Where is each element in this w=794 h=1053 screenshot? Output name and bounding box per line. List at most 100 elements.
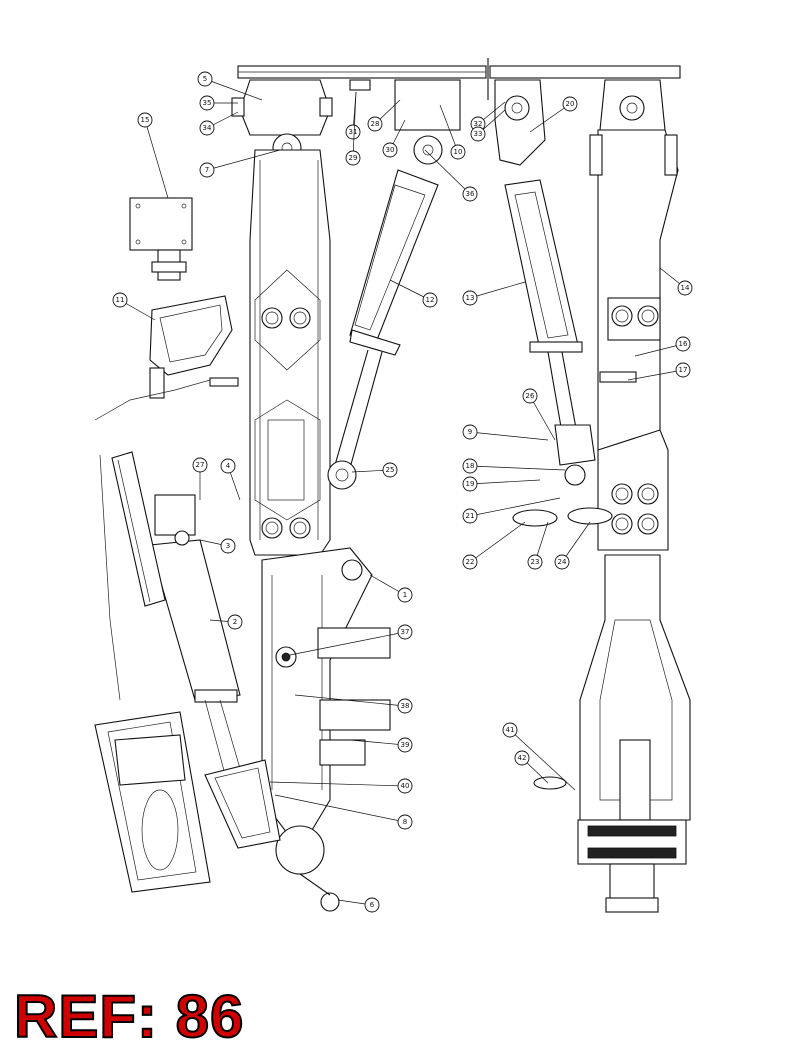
upper-bracket-center [349, 79, 461, 165]
callout-25a: 25 [351, 462, 398, 478]
callout-bubble [397, 698, 413, 714]
callout-number: 13 [466, 294, 475, 302]
callout-30a: 30 [382, 119, 406, 158]
main-boom-arm [249, 149, 331, 556]
callout-bubble [677, 280, 693, 296]
mount-plate-part [129, 197, 193, 281]
callout-leader [627, 369, 684, 381]
callout-number: 33 [474, 130, 483, 138]
callout-number: 29 [349, 154, 358, 162]
lower-boom-arm [261, 547, 391, 912]
callout-16a: 16 [634, 336, 691, 357]
callout-bubble [462, 508, 478, 524]
callout-39a: 39 [349, 737, 413, 753]
callout-bubble [462, 476, 478, 492]
callout-17a: 17 [627, 362, 691, 381]
callout-bubble [675, 362, 691, 378]
callout-bubble [199, 162, 215, 178]
callout-bubble [137, 112, 153, 128]
callout-bubble [422, 292, 438, 308]
callout-number: 7 [205, 166, 209, 174]
lower-boom-right [577, 554, 691, 913]
callout-leader [561, 521, 591, 563]
slide-frame-part [94, 711, 211, 893]
callout-number: 32 [474, 120, 483, 128]
callout-bubble [462, 186, 478, 202]
callout-leader [469, 479, 541, 485]
callout-leader [389, 279, 431, 301]
callout-bubble [345, 150, 361, 166]
callout-leader [352, 91, 357, 159]
callout-number: 35 [203, 99, 212, 107]
callout-leader [204, 78, 263, 101]
callout-28a: 28 [367, 99, 401, 132]
callout-bubble [220, 538, 236, 554]
callout-bubble [382, 462, 398, 478]
callout-bubble [397, 814, 413, 830]
callout-40a: 40 [269, 778, 413, 794]
callout-5: 5 [197, 71, 263, 101]
callout-number: 30 [386, 146, 395, 154]
callout-leader [469, 281, 526, 299]
callout-number: 14 [681, 284, 690, 292]
callout-number: 6 [370, 901, 375, 909]
callout-bubble [345, 124, 361, 140]
callout-number: 15 [141, 116, 150, 124]
callout-41a: 41 [502, 722, 576, 791]
callout-19a: 19 [462, 476, 541, 492]
callout-11a: 11 [112, 292, 156, 321]
callout-bubble [382, 142, 398, 158]
upper-bracket-right [494, 79, 666, 166]
callout-number: 23 [531, 558, 540, 566]
callout-leader [634, 343, 684, 357]
callout-18a: 18 [462, 458, 566, 474]
callout-number: 34 [203, 124, 212, 132]
callout-2a: 2 [209, 614, 243, 630]
callout-bubble [462, 554, 478, 570]
callout-33a: 33 [470, 109, 506, 142]
callout-22a: 22 [462, 521, 526, 570]
callout-bubble [470, 126, 486, 142]
callout-26a: 26 [522, 388, 556, 441]
callout-35a: 35 [199, 95, 238, 111]
mounting-plate-right [487, 58, 681, 100]
callout-number: 11 [116, 296, 125, 304]
slide-block-part [204, 759, 281, 849]
callout-number: 42 [518, 754, 527, 762]
callout-8a: 8 [274, 794, 413, 830]
callout-number: 12 [426, 296, 435, 304]
callout-9a: 9 [462, 424, 549, 441]
callout-leader [439, 104, 459, 153]
callout-bubble [112, 292, 128, 308]
callout-bubble [397, 737, 413, 753]
callout-number: 24 [558, 558, 567, 566]
callout-bubble [462, 458, 478, 474]
cylinder-part [149, 494, 259, 831]
callout-24a: 24 [554, 521, 591, 570]
callout-number: 17 [679, 366, 688, 374]
callout-bubble [199, 120, 215, 136]
clamp-bracket-part [149, 295, 239, 399]
callout-number: 4 [226, 462, 231, 470]
callout-42a: 42 [514, 750, 549, 784]
callout-15a: 15 [137, 112, 169, 199]
callout-number: 28 [371, 120, 380, 128]
callout-leader [529, 103, 571, 133]
rail-plate-part [94, 379, 211, 701]
callout-leader [206, 149, 281, 171]
callout-bubble [562, 96, 578, 112]
callout-bubble [367, 116, 383, 132]
callout-number: 2 [233, 618, 237, 626]
callout-36a: 36 [424, 149, 478, 202]
callout-number: 38 [401, 702, 410, 710]
callout-number: 9 [468, 428, 472, 436]
callout-10a: 10 [439, 104, 466, 160]
callout-leader [529, 395, 556, 441]
callout-leader [469, 431, 549, 441]
callout-bubble [227, 614, 243, 630]
callout-bubble [197, 71, 213, 87]
callout-7a: 7 [199, 149, 281, 178]
lift-cylinder-right [504, 179, 596, 486]
callout-number: 31 [349, 128, 358, 136]
